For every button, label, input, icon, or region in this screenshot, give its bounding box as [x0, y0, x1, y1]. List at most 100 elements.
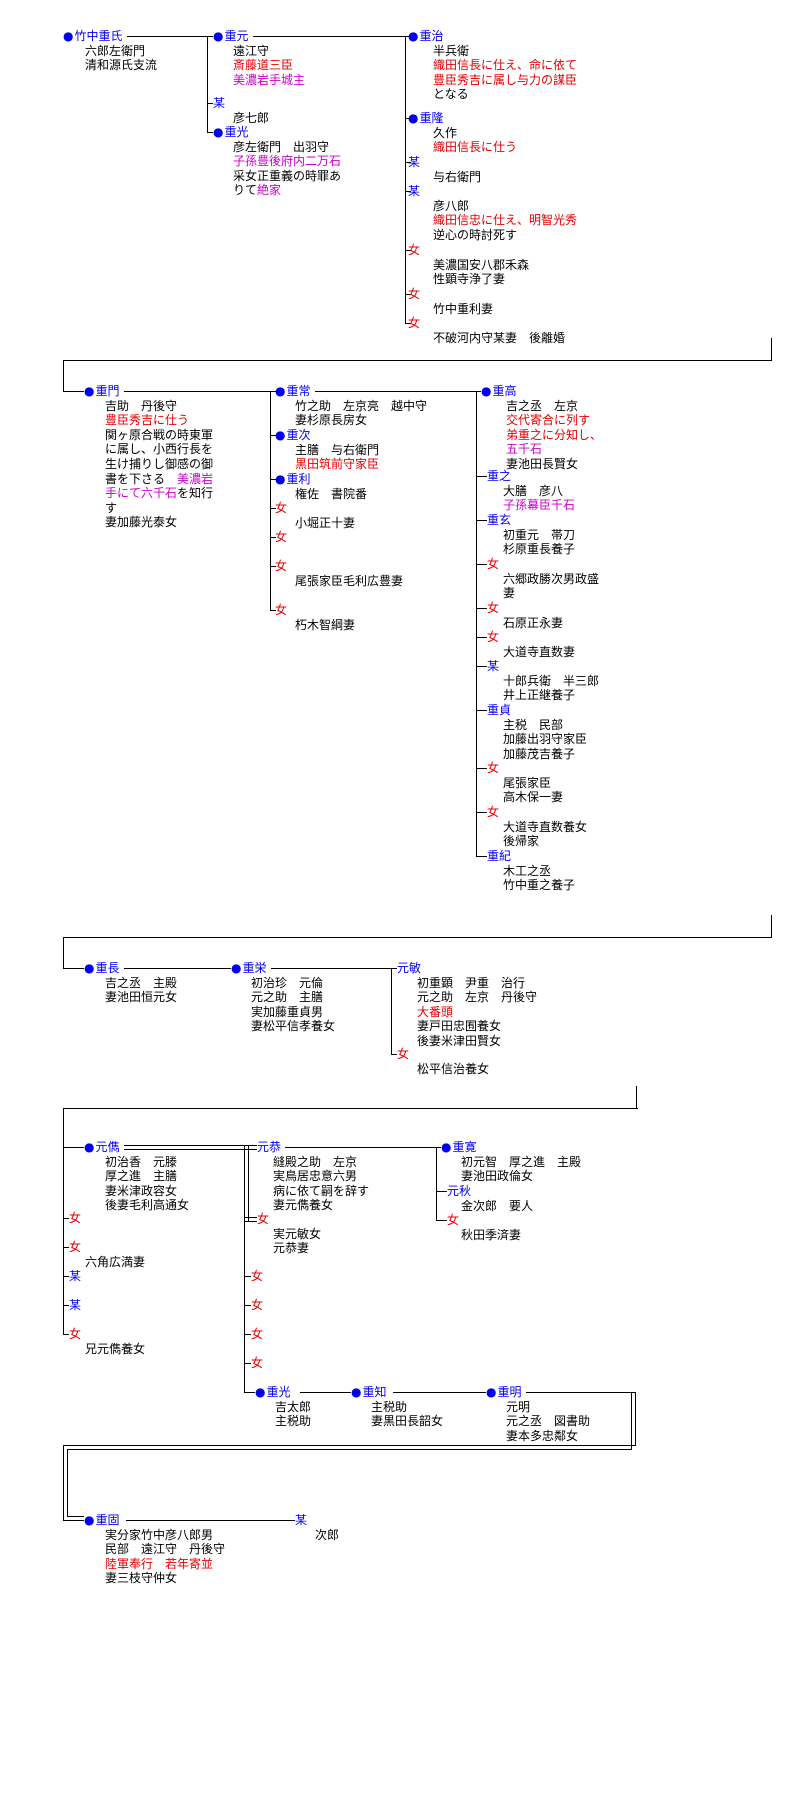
person-detail-line: 妻	[487, 586, 599, 601]
person-detail-text: 子孫豊後府内二万石	[233, 154, 342, 169]
person-detail-line: 尾張家臣毛利広豊妻	[275, 574, 403, 589]
person-name: 女	[275, 603, 288, 617]
person-detail-line: 遠江守	[213, 44, 305, 59]
connector-line	[63, 1108, 64, 1335]
person-detail-line: 妻池田恒元女	[84, 990, 177, 1005]
person-detail-line: 尾張家臣	[487, 776, 563, 791]
connector-line	[63, 968, 84, 969]
person-bou-3: 某彦八郎織田信忠に仕え、明智光秀逆心の時討死す	[408, 184, 577, 242]
person-detail-line: 金次郎 要人	[447, 1199, 533, 1214]
person-shigetsugu: ●重次主膳 与右衛門黒田筑前守家臣	[275, 428, 379, 472]
connector-line	[476, 666, 487, 667]
person-name: 元儁	[95, 1140, 120, 1154]
person-bullet-icon: ●	[481, 384, 492, 398]
person-detail-text: 次郎	[315, 1527, 340, 1542]
person-onna-18: 女	[251, 1269, 263, 1284]
person-detail-text: 子孫幕臣千石	[503, 498, 576, 513]
person-name-row: 女	[257, 1212, 321, 1227]
person-name: 元恭	[257, 1140, 282, 1154]
person-detail-line: 彦八郎	[408, 199, 577, 214]
person-bullet-icon: ●	[84, 961, 95, 975]
person-detail-line: 豊臣秀吉に属し与力の謀臣	[408, 73, 577, 88]
person-name: 女	[397, 1047, 410, 1061]
person-detail-line: 兄元儁養女	[69, 1342, 145, 1357]
person-shigenori: 重紀木工之丞竹中重之養子	[487, 849, 575, 893]
person-bullet-icon: ●	[351, 1385, 362, 1399]
person-detail-line: 交代寄合に列す	[481, 413, 602, 428]
person-shigekado: ●重門吉助 丹後守豊臣秀吉に仕う関ヶ原合戦の時東軍に属し、小西行長を生け捕りし御…	[84, 384, 213, 530]
person-detail-line: 久作	[408, 126, 517, 141]
person-detail-text: 大膳 彦八	[503, 483, 564, 498]
person-detail-line: 吉太郎	[255, 1400, 311, 1415]
connector-line	[244, 1221, 257, 1222]
person-detail-text: 黒田筑前守家臣	[295, 457, 380, 472]
person-detail-line: 彦七郎	[213, 111, 269, 126]
person-detail-line: に属し、小西行長を	[84, 442, 213, 457]
person-name: 某	[408, 184, 421, 198]
person-name-row: 女	[251, 1298, 263, 1313]
person-onna-17: 女実元敏女元恭妻	[257, 1212, 321, 1256]
person-detail-text: 生け捕りし御感の御	[105, 456, 214, 471]
person-shigemitsu-1: ●重光彦左衛門 出羽守子孫豊後府内二万石采女正重義の時罪ありて絶家	[213, 125, 341, 198]
connector-line	[300, 1392, 351, 1393]
person-bou-1: 某彦七郎	[213, 96, 269, 125]
person-bullet-icon: ●	[275, 472, 286, 486]
person-detail-line: 初重顕 尹重 治行	[397, 976, 537, 991]
person-bullet-icon: ●	[63, 29, 74, 43]
person-detail-text: を知行	[177, 486, 214, 501]
person-detail-line: 吉之丞 主殿	[84, 976, 177, 991]
person-detail-text: 加藤出羽守家臣	[503, 732, 588, 747]
person-name: 女	[69, 1240, 82, 1254]
person-detail-text: 初元智 厚之進 主殿	[461, 1154, 582, 1169]
person-name: 女	[487, 601, 500, 615]
person-onna-16: 女兄元儁養女	[69, 1327, 145, 1356]
person-bullet-icon: ●	[84, 1140, 95, 1154]
person-name-row: 女	[487, 601, 563, 616]
person-detail-line: 後妻毛利高通女	[84, 1198, 189, 1213]
person-detail-text: 厚之進 主膳	[105, 1169, 178, 1184]
person-detail-line: 半兵衛	[408, 44, 577, 59]
person-detail-text: 実元敏女	[273, 1226, 322, 1241]
person-detail-text: 不破河内守某妻 後離婚	[433, 330, 566, 345]
person-detail-line: 妻三枝守仲女	[84, 1571, 225, 1586]
person-detail-text: 主税助	[275, 1414, 312, 1429]
person-detail-text: 妻池田恒元女	[105, 990, 178, 1005]
person-name-row: 女	[69, 1327, 145, 1342]
person-detail-line: 高木保一妻	[487, 790, 563, 805]
person-detail-line: 井上正継養子	[487, 688, 599, 703]
connector-line	[315, 391, 476, 392]
person-name: 重隆	[419, 111, 444, 125]
person-detail-text: 美濃岩	[177, 471, 214, 486]
person-name: 重常	[286, 384, 311, 398]
person-detail-line: りて絶家	[213, 183, 341, 198]
person-detail-line: 厚之進 主膳	[84, 1169, 189, 1184]
person-name-row: 元恭	[257, 1140, 369, 1155]
person-detail-text: 妻	[503, 586, 516, 601]
person-detail-text: 妻戸田忠囿養女	[417, 1019, 502, 1034]
person-name-row: 女	[487, 805, 587, 820]
person-name-row: 某	[69, 1269, 81, 1284]
person-detail-text: 清和源氏支流	[85, 58, 158, 73]
person-detail-text: 民部 遠江守 丹後守	[105, 1542, 226, 1557]
person-detail-text: 加藤茂吉養子	[503, 746, 576, 761]
person-detail-line: 主膳 与右衛門	[275, 443, 379, 458]
person-bullet-icon: ●	[408, 111, 419, 125]
person-detail-text: 六角広満妻	[85, 1254, 146, 1269]
connector-line	[405, 36, 411, 37]
person-detail-text: 絶家	[257, 183, 282, 198]
person-name-row: 女	[487, 557, 599, 572]
connector-line	[476, 391, 477, 857]
person-detail-text: 十郎兵衛 半三郎	[503, 673, 600, 688]
person-detail-line: 小堀正十妻	[275, 516, 355, 531]
person-name: 重紀	[487, 849, 512, 863]
connector-line	[391, 968, 392, 1055]
person-name-row: 女	[408, 316, 565, 331]
person-detail-text: 彦七郎	[233, 110, 270, 125]
person-onna-12: 女大道寺直数養女後帰家	[487, 805, 587, 849]
person-name: 女	[408, 243, 421, 257]
connector-line	[270, 391, 271, 611]
person-shigekata: ●重固実分家竹中彦八郎男民部 遠江守 丹後守陸軍奉行 若年寄並妻三枝守仲女	[84, 1513, 225, 1586]
person-detail-line: 元明	[486, 1400, 590, 1415]
person-detail-text: 妻本多忠鄰女	[506, 1428, 579, 1443]
connector-line	[63, 1247, 69, 1248]
